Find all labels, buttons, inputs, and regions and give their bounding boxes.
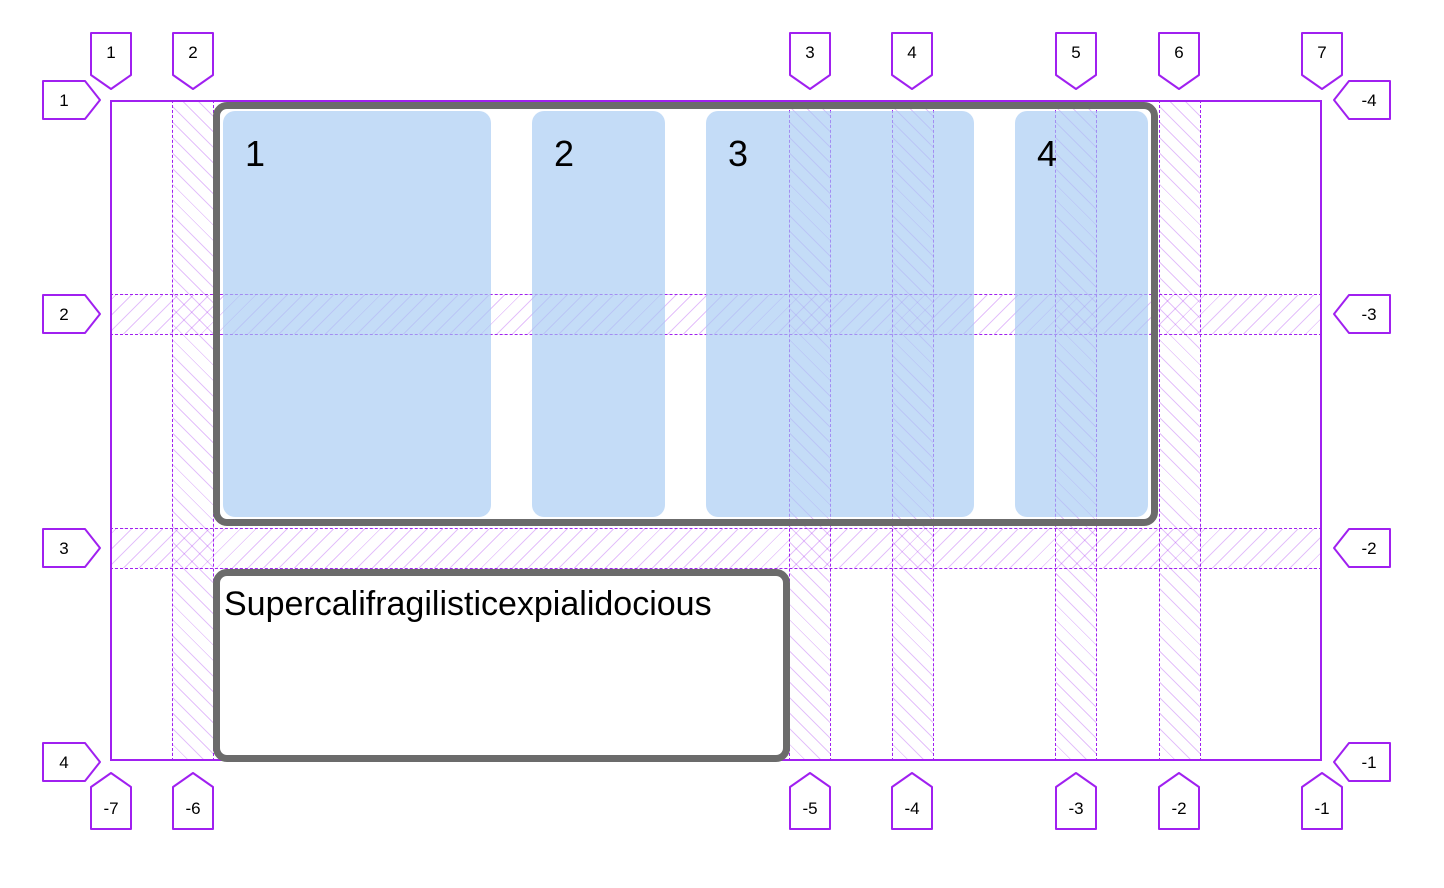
grid-line-number: 4 <box>907 43 916 62</box>
grid-line-badge <box>90 32 132 90</box>
grid-line-badge <box>172 32 214 90</box>
flex-item-label: 1 <box>245 133 266 174</box>
flex-item-label: 2 <box>554 133 575 174</box>
flex-item-3: 3 <box>706 111 974 517</box>
grid-line-number: 7 <box>1317 43 1326 62</box>
column-gap <box>1159 100 1201 761</box>
grid-line-badge <box>789 32 831 90</box>
grid-line-badge <box>1055 32 1097 90</box>
grid-line-badge <box>1301 772 1343 830</box>
grid-line-number: 5 <box>1071 43 1080 62</box>
row-gap <box>110 528 1322 569</box>
grid-line-number: -4 <box>1361 91 1376 110</box>
flex-container <box>213 102 1158 526</box>
column-gap <box>172 100 214 761</box>
grid-line-number: -2 <box>1361 539 1376 558</box>
grid-line-number: 2 <box>188 43 197 62</box>
grid-line-badge <box>1158 772 1200 830</box>
grid-line-number: 1 <box>106 43 115 62</box>
grid-line-badge <box>42 528 101 568</box>
grid-line-badge <box>1333 294 1391 334</box>
grid-line-number: 1 <box>59 91 68 110</box>
grid-line-badge <box>1158 32 1200 90</box>
grid-line-badge <box>891 32 933 90</box>
grid-line-badge <box>42 80 101 120</box>
grid-line-number: 3 <box>59 539 68 558</box>
grid-line-badge <box>789 772 831 830</box>
grid-line-badge <box>891 772 933 830</box>
grid-line-badge <box>1333 742 1391 782</box>
grid-line-number: -6 <box>185 799 200 818</box>
flex-item-label: 4 <box>1037 133 1058 174</box>
grid-line-number: 3 <box>805 43 814 62</box>
grid-line-number: -3 <box>1361 305 1376 324</box>
grid-line-badge <box>1333 528 1391 568</box>
grid-line-badge <box>42 294 101 334</box>
flex-item-1: 1 <box>223 111 491 517</box>
grid-line-badge <box>1333 80 1391 120</box>
grid-line-badge <box>90 772 132 830</box>
text-box-label: Supercalifragilisticexpialidocious <box>224 585 712 623</box>
grid-line-number: -5 <box>802 799 817 818</box>
grid-line-number: -1 <box>1361 753 1376 772</box>
grid-line-number: -1 <box>1314 799 1329 818</box>
grid-line-number: -3 <box>1068 799 1083 818</box>
grid-line-badge <box>42 742 101 782</box>
flex-item-2: 2 <box>532 111 665 517</box>
grid-line-number: -7 <box>103 799 118 818</box>
grid-line-badge <box>1301 32 1343 90</box>
grid-line-number: 6 <box>1174 43 1183 62</box>
grid-line-badge <box>1055 772 1097 830</box>
grid-line-number: 2 <box>59 305 68 324</box>
grid-line-number: -4 <box>904 799 919 818</box>
flex-item-label: 3 <box>728 133 749 174</box>
grid-line-badge <box>172 772 214 830</box>
text-box: Supercalifragilisticexpialidocious <box>213 569 790 762</box>
grid-line-number: 4 <box>59 753 68 772</box>
flex-item-4: 4 <box>1015 111 1148 517</box>
grid-line-number: -2 <box>1171 799 1186 818</box>
